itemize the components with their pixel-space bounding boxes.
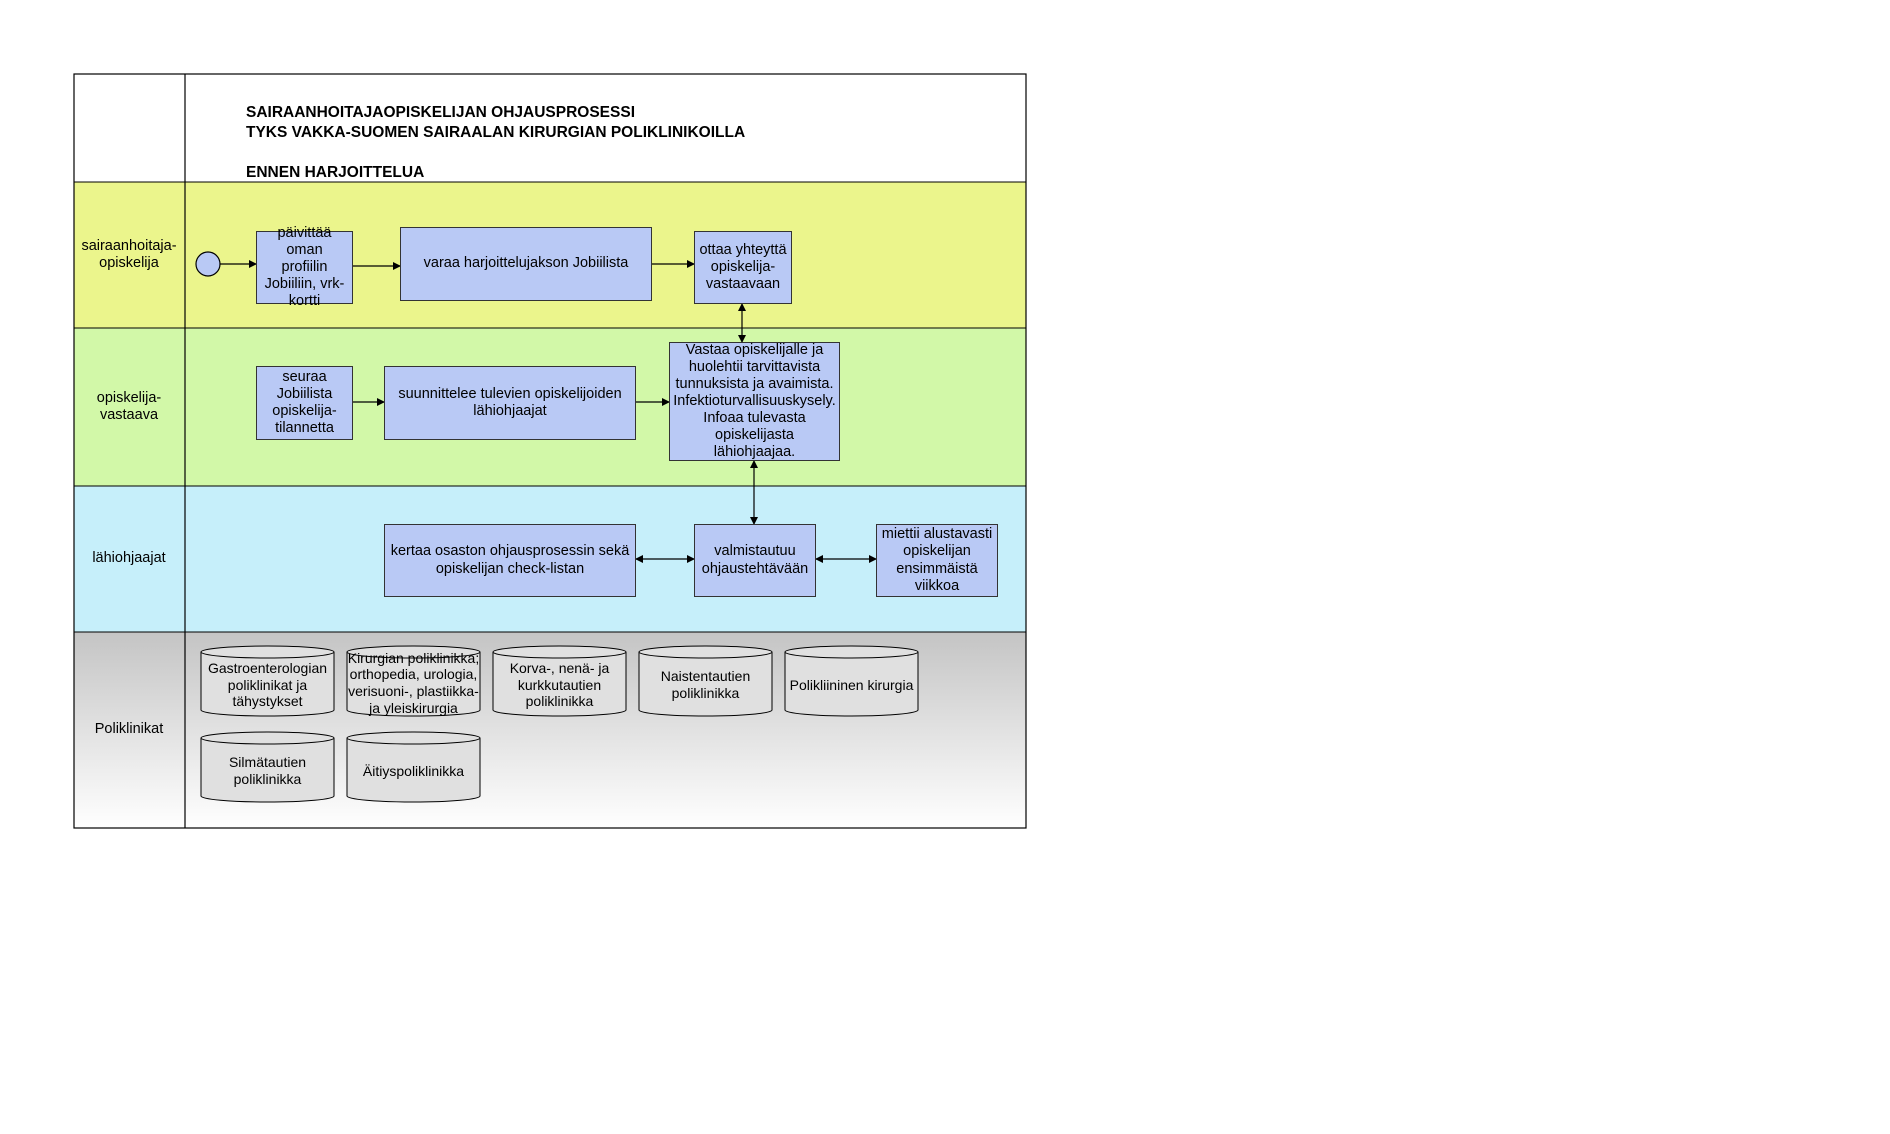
clinic-label: Naistentautien poliklinikka [660, 668, 751, 701]
lane-label-coordinator: opiskelija- vastaava [96, 389, 162, 423]
phase-title: ENNEN HARJOITTELUA [246, 164, 425, 181]
clinic-label: Äitiyspoliklinikka [362, 762, 465, 779]
cylinder-icon [346, 645, 481, 717]
clinic-label: Korva-, nenä- ja kurkkutautien poliklini… [509, 660, 610, 710]
cylinder-icon [200, 731, 335, 803]
task-plan-first-week: miettii alustavasti opiskelijan ensimmäi… [876, 524, 998, 597]
task-update-profile: päivittää oman profiilin Jobiiliin, vrk-… [256, 225, 353, 309]
cylinder-icon [346, 731, 481, 803]
lane-label-student: sairaanhoitaja- opiskelija [81, 237, 177, 271]
cylinder-icon [200, 645, 335, 717]
task-follow-situation: seuraa Jobiilista opiskelija- tilannetta [256, 366, 353, 440]
frame-border [73, 73, 1027, 829]
header-area [74, 74, 1026, 182]
clinic-data-store: Polikliininen kirurgia [784, 644, 919, 718]
diagram-title-line2: TYKS VAKKA-SUOMEN SAIRAALAN KIRURGIAN PO… [246, 124, 746, 141]
clinic-data-store: Korva-, nenä- ja kurkkutautien poliklini… [492, 644, 627, 718]
clinic-data-store: Kirurgian poliklinikka; orthopedia, urol… [346, 644, 481, 718]
clinic-label: Silmätautien poliklinikka [228, 754, 307, 787]
clinic-data-store: Silmätautien poliklinikka [200, 730, 335, 804]
task-prepare-supervision: valmistautuu ohjaustehtävään [694, 524, 816, 597]
task-book-placement: varaa harjoittelujakson Jobiilista [400, 227, 652, 301]
clinic-data-store: Naistentautien poliklinikka [638, 644, 773, 718]
cylinder-icon [784, 645, 919, 717]
start-event [195, 251, 221, 277]
task-contact-coordinator: ottaa yhteyttä opiskelija- vastaavaan [694, 231, 792, 304]
clinic-data-store: Äitiyspoliklinikka [346, 730, 481, 804]
clinic-data-store: Gastroenterologian poliklinikat ja tähys… [200, 644, 335, 718]
clinic-label: Kirurgian poliklinikka; orthopedia, urol… [347, 649, 480, 716]
clinic-label: Gastroenterologian poliklinikat ja tähys… [207, 660, 328, 710]
task-review-process: kertaa osaston ohjausprosessin sekä opis… [384, 524, 636, 597]
diagram-title-line1: SAIRAANHOITAJAOPISKELIJAN OHJAUSPROSESSI [246, 104, 635, 121]
cylinder-icon [638, 645, 773, 717]
task-respond-student: Vastaa opiskelijalle ja huolehtii tarvit… [669, 342, 840, 461]
task-plan-supervisors: suunnittelee tulevien opiskelijoiden läh… [384, 366, 636, 440]
lane-label-clinics: Poliklinikat [94, 721, 164, 738]
cylinder-icon [492, 645, 627, 717]
lane-label-supervisors: lähiohjaajat [92, 550, 166, 567]
clinic-label: Polikliininen kirurgia [789, 676, 914, 693]
